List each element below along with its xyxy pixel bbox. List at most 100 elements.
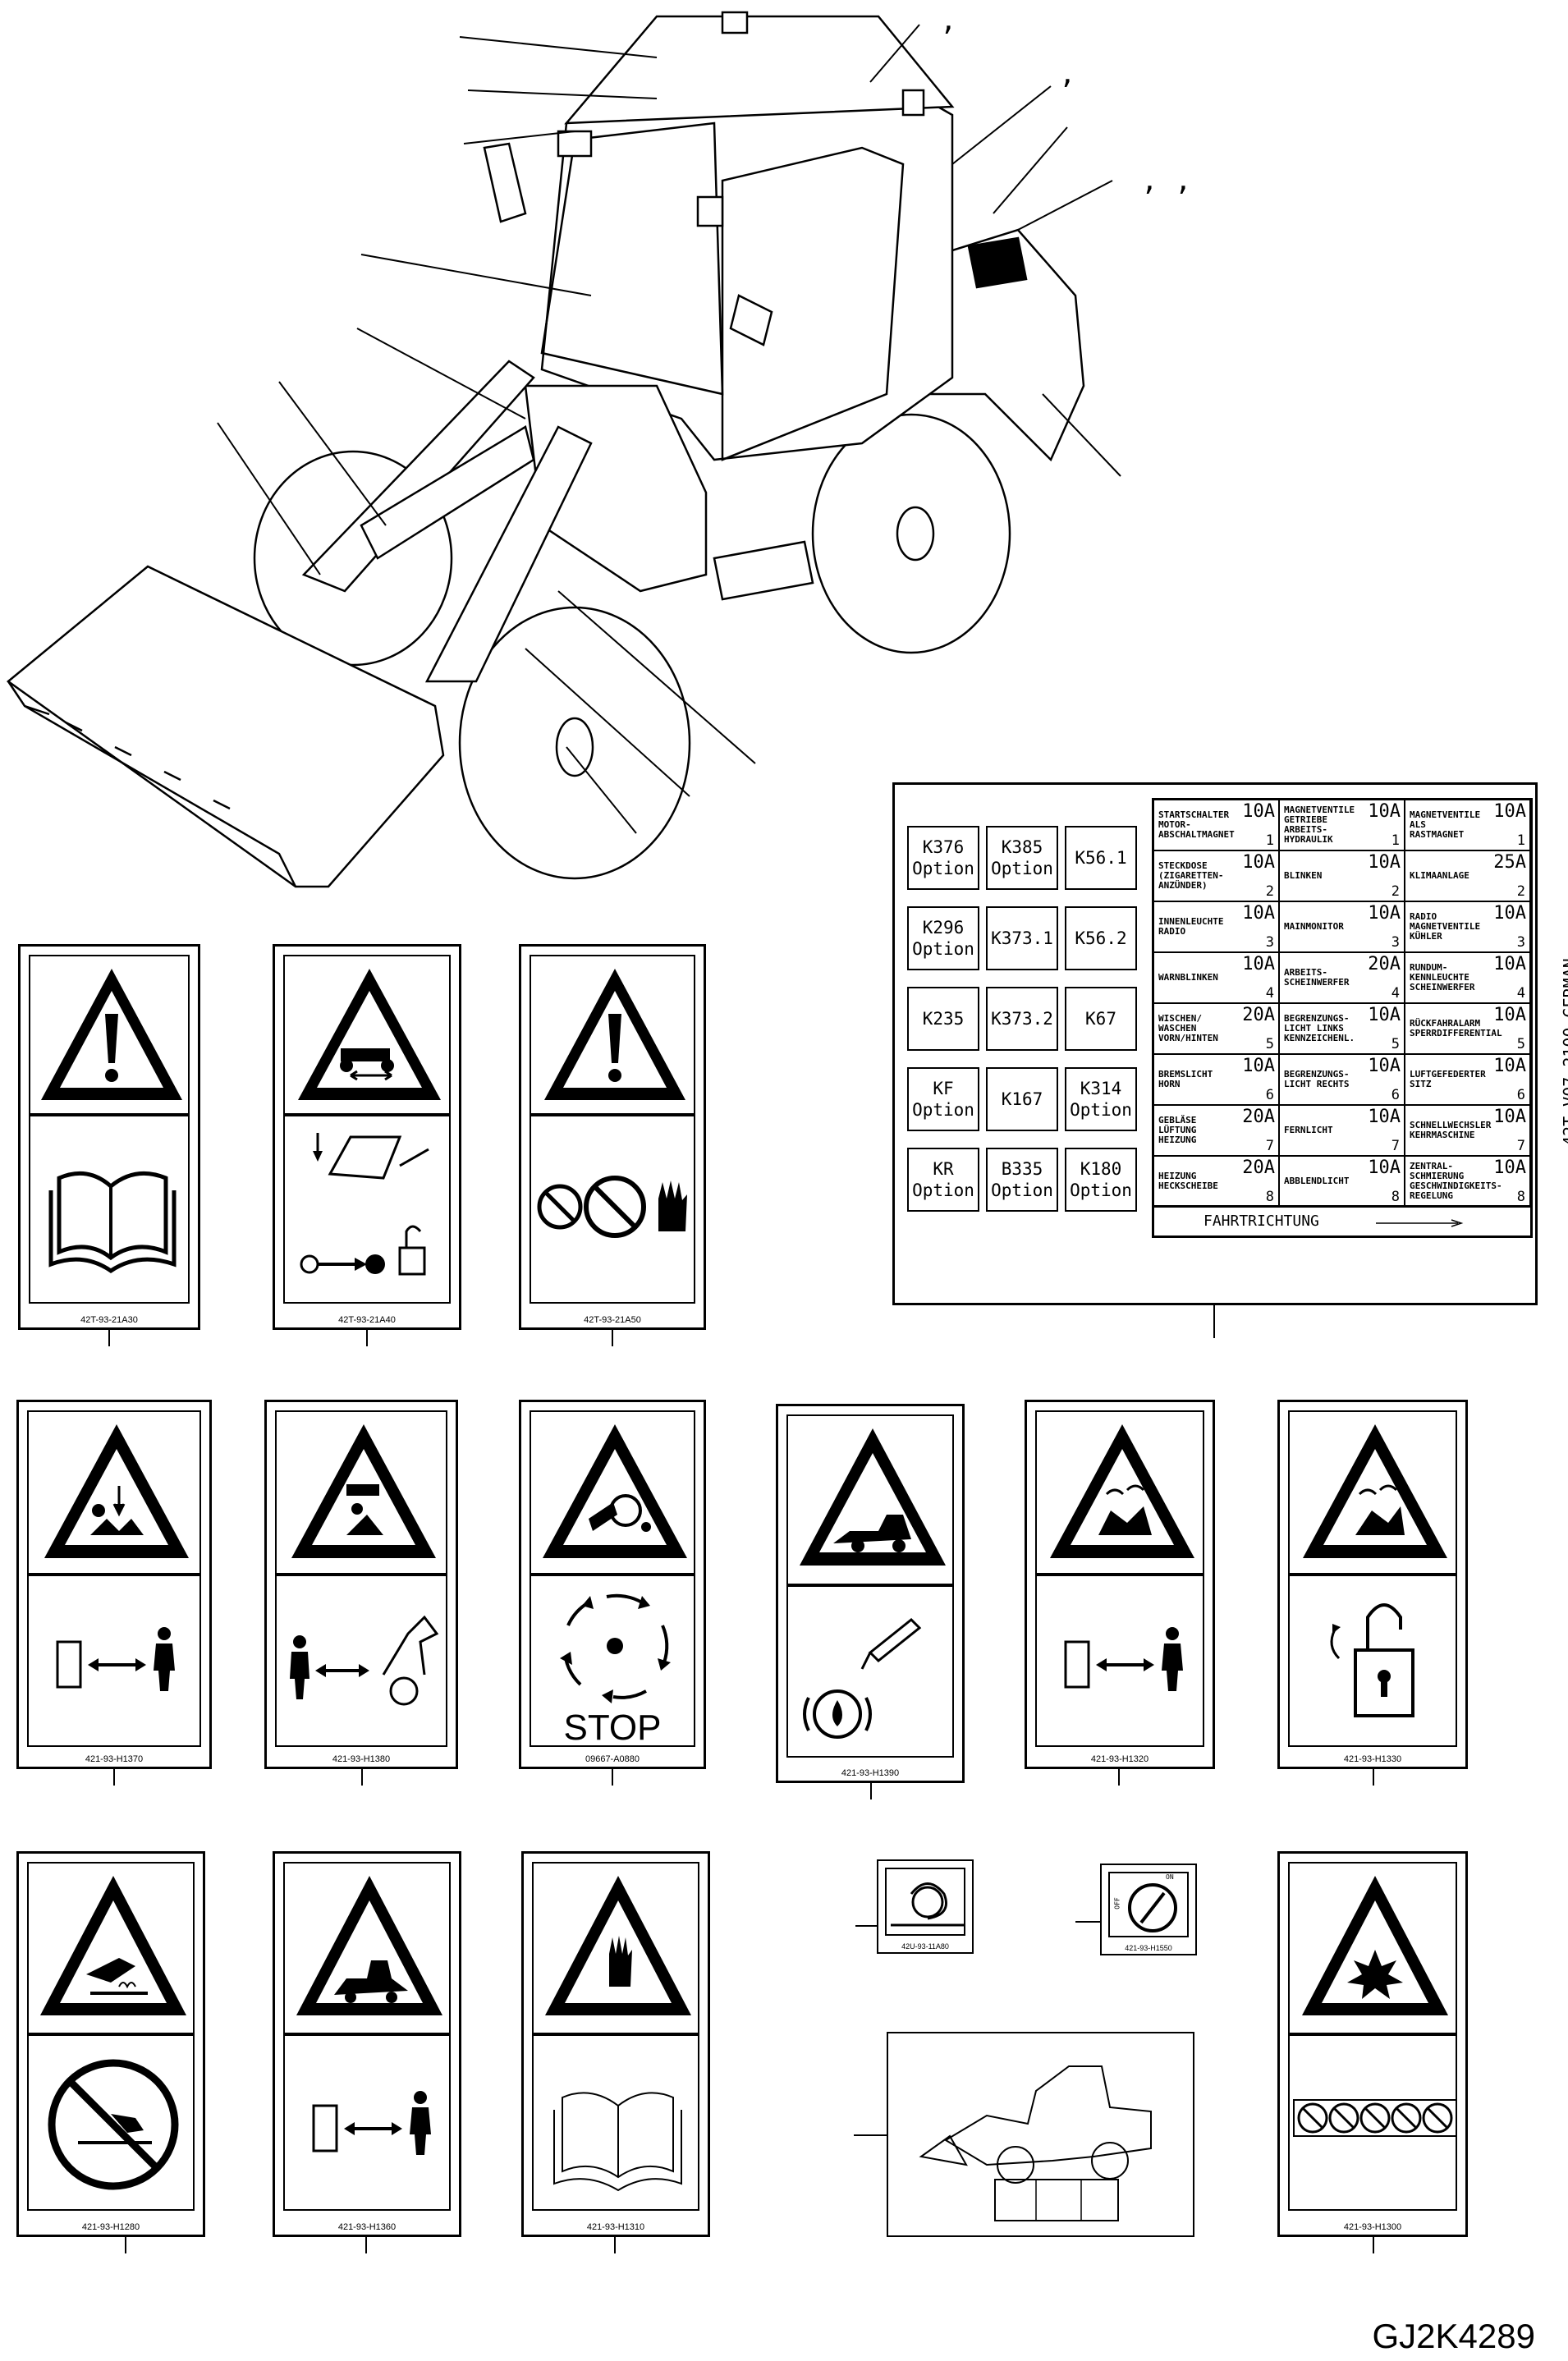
fuse-amperage: 10A <box>1493 1158 1526 1178</box>
part-number: 421-93-H1330 <box>1343 1754 1402 1764</box>
fuse-vertical-label: 42T-V07-2100 GERMAN <box>1560 958 1568 1146</box>
decal-leader <box>113 1769 115 1786</box>
decal-leader <box>854 2134 887 2136</box>
part-number: 421-93-H1380 <box>332 1754 391 1764</box>
fuse-number: 7 <box>1391 1138 1400 1154</box>
decal-leader <box>125 2237 126 2253</box>
no-touch-icon <box>537 1176 687 1238</box>
fuse-number: 3 <box>1265 934 1274 951</box>
part-number: 421-93-H1390 <box>841 1768 900 1778</box>
warning-hot-surface-icon <box>40 1876 186 2015</box>
relay-box: B335 Option <box>986 1148 1058 1212</box>
decal-hot-surface-distance: 421-93-H1320 <box>1025 1400 1215 1769</box>
part-number: 42T-93-21A50 <box>584 1315 641 1325</box>
decal-leader <box>1373 1769 1374 1786</box>
part-number: 42T-93-21A40 <box>338 1315 396 1325</box>
fuse-amperage: 10A <box>1493 1005 1526 1025</box>
fuse-label: BREMSLICHT HORN <box>1158 1069 1213 1089</box>
fuse-number: 8 <box>1265 1189 1274 1205</box>
unlock-icon <box>1330 1603 1414 1717</box>
warning-machine-icon <box>296 1876 442 2015</box>
fuse-number: 2 <box>1391 883 1400 900</box>
decal-leader <box>365 2237 367 2253</box>
drawing-id: GJ2K4289 <box>1372 2317 1535 2355</box>
part-number: 421-93-H1550 <box>1125 1944 1172 1952</box>
fuse-amperage: 20A <box>1368 954 1401 974</box>
part-number: 421-93-H1300 <box>1343 2222 1402 2232</box>
fuse-label: WARNBLINKEN <box>1158 972 1218 983</box>
fuse-number: 7 <box>1265 1138 1274 1154</box>
fuse-amperage: 20A <box>1242 1107 1275 1127</box>
arrow-right-icon <box>1376 1219 1464 1227</box>
switch-off-label: OFF <box>1113 1897 1121 1909</box>
warning-explosion-icon <box>1302 1876 1448 2015</box>
fuse-number: 6 <box>1391 1087 1400 1103</box>
part-number: 09667-A0880 <box>585 1754 640 1764</box>
fuse-amperage: 10A <box>1242 852 1275 873</box>
fuse-number: 8 <box>1391 1189 1400 1205</box>
keep-distance-icon <box>56 1627 175 1691</box>
decal-brake-fluid: 421-93-H1390 <box>776 1404 965 1783</box>
fuse-amperage: 10A <box>1493 1056 1526 1076</box>
decal-leader <box>1118 1769 1120 1786</box>
relay-box: KR Option <box>907 1148 979 1212</box>
keep-distance-icon <box>1064 1627 1183 1691</box>
fuse-label: STARTSCHALTER MOTOR- ABSCHALTMAGNET <box>1158 809 1235 840</box>
fuse-number: 3 <box>1391 934 1400 951</box>
decal-hot-surface-no-touch: 421-93-H1280 <box>16 1851 205 2237</box>
fuse-label: BLINKEN <box>1284 870 1323 881</box>
warning-exclamation-icon <box>544 969 685 1100</box>
warning-hot-parts-icon <box>1303 1424 1447 1558</box>
fuse-label: MAINMONITOR <box>1284 921 1344 932</box>
fuse-label: ABBLENDLICHT <box>1284 1176 1350 1186</box>
on-off-switch-icon <box>1128 1883 1177 1932</box>
relay-box: K373.1 <box>986 906 1058 970</box>
fuse-number: 8 <box>1516 1189 1525 1205</box>
warning-crush-icon <box>44 1424 189 1558</box>
fuse-grid: FAHRTRICHTUNG STARTSCHALTER MOTOR- ABSCH… <box>1152 798 1533 1238</box>
decal-machine-distance: 421-93-H1360 <box>273 1851 461 2237</box>
part-number: 421-93-H1310 <box>586 2222 645 2232</box>
fuse-amperage: 10A <box>1493 954 1526 974</box>
decal-bucket-crush: 421-93-H1380 <box>264 1400 458 1769</box>
relay-box: K67 <box>1065 987 1137 1051</box>
fuse-number: 7 <box>1516 1138 1525 1154</box>
relay-box: K167 <box>986 1067 1058 1131</box>
loader-overview-icon <box>919 2065 1152 2221</box>
warning-fan-icon <box>543 1424 687 1558</box>
brake-fluid-icon <box>803 1617 922 1739</box>
fuse-label: BEGRENZUNGS- LICHT LINKS KENNZEICHENL. <box>1284 1013 1355 1043</box>
keep-distance-icon <box>312 2091 431 2155</box>
warning-hot-parts-icon <box>1050 1424 1194 1558</box>
relay-box: K180 Option <box>1065 1148 1137 1212</box>
decal-articulation-lock: 42T-93-21A40 <box>273 944 461 1330</box>
fuse-label: RADIO MAGNETVENTILE KÜHLER <box>1410 911 1481 942</box>
relay-box: K373.2 <box>986 987 1058 1051</box>
decal-stop-read-manual: 421-93-H1310 <box>521 1851 710 2237</box>
separator-comma-3: , , <box>1141 164 1192 197</box>
keep-distance-bucket-icon <box>290 1615 439 1706</box>
fuse-label: RUNDUM- KENNLEUCHTE SCHEINWERFER <box>1410 962 1475 993</box>
fuse-amperage: 10A <box>1368 801 1401 822</box>
decal-machine-overview <box>887 2032 1194 2237</box>
fuse-number: 6 <box>1516 1087 1525 1103</box>
fuse-amperage: 10A <box>1242 903 1275 924</box>
decal-leader <box>1373 2237 1374 2253</box>
decal-battery-switch: ON OFF 421-93-H1550 <box>1100 1864 1197 1955</box>
no-fire-icons <box>1293 2099 1457 2137</box>
fuse-label: LUFTGEFEDERTER SITZ <box>1410 1069 1486 1089</box>
switch-on-label: ON <box>1166 1873 1174 1881</box>
